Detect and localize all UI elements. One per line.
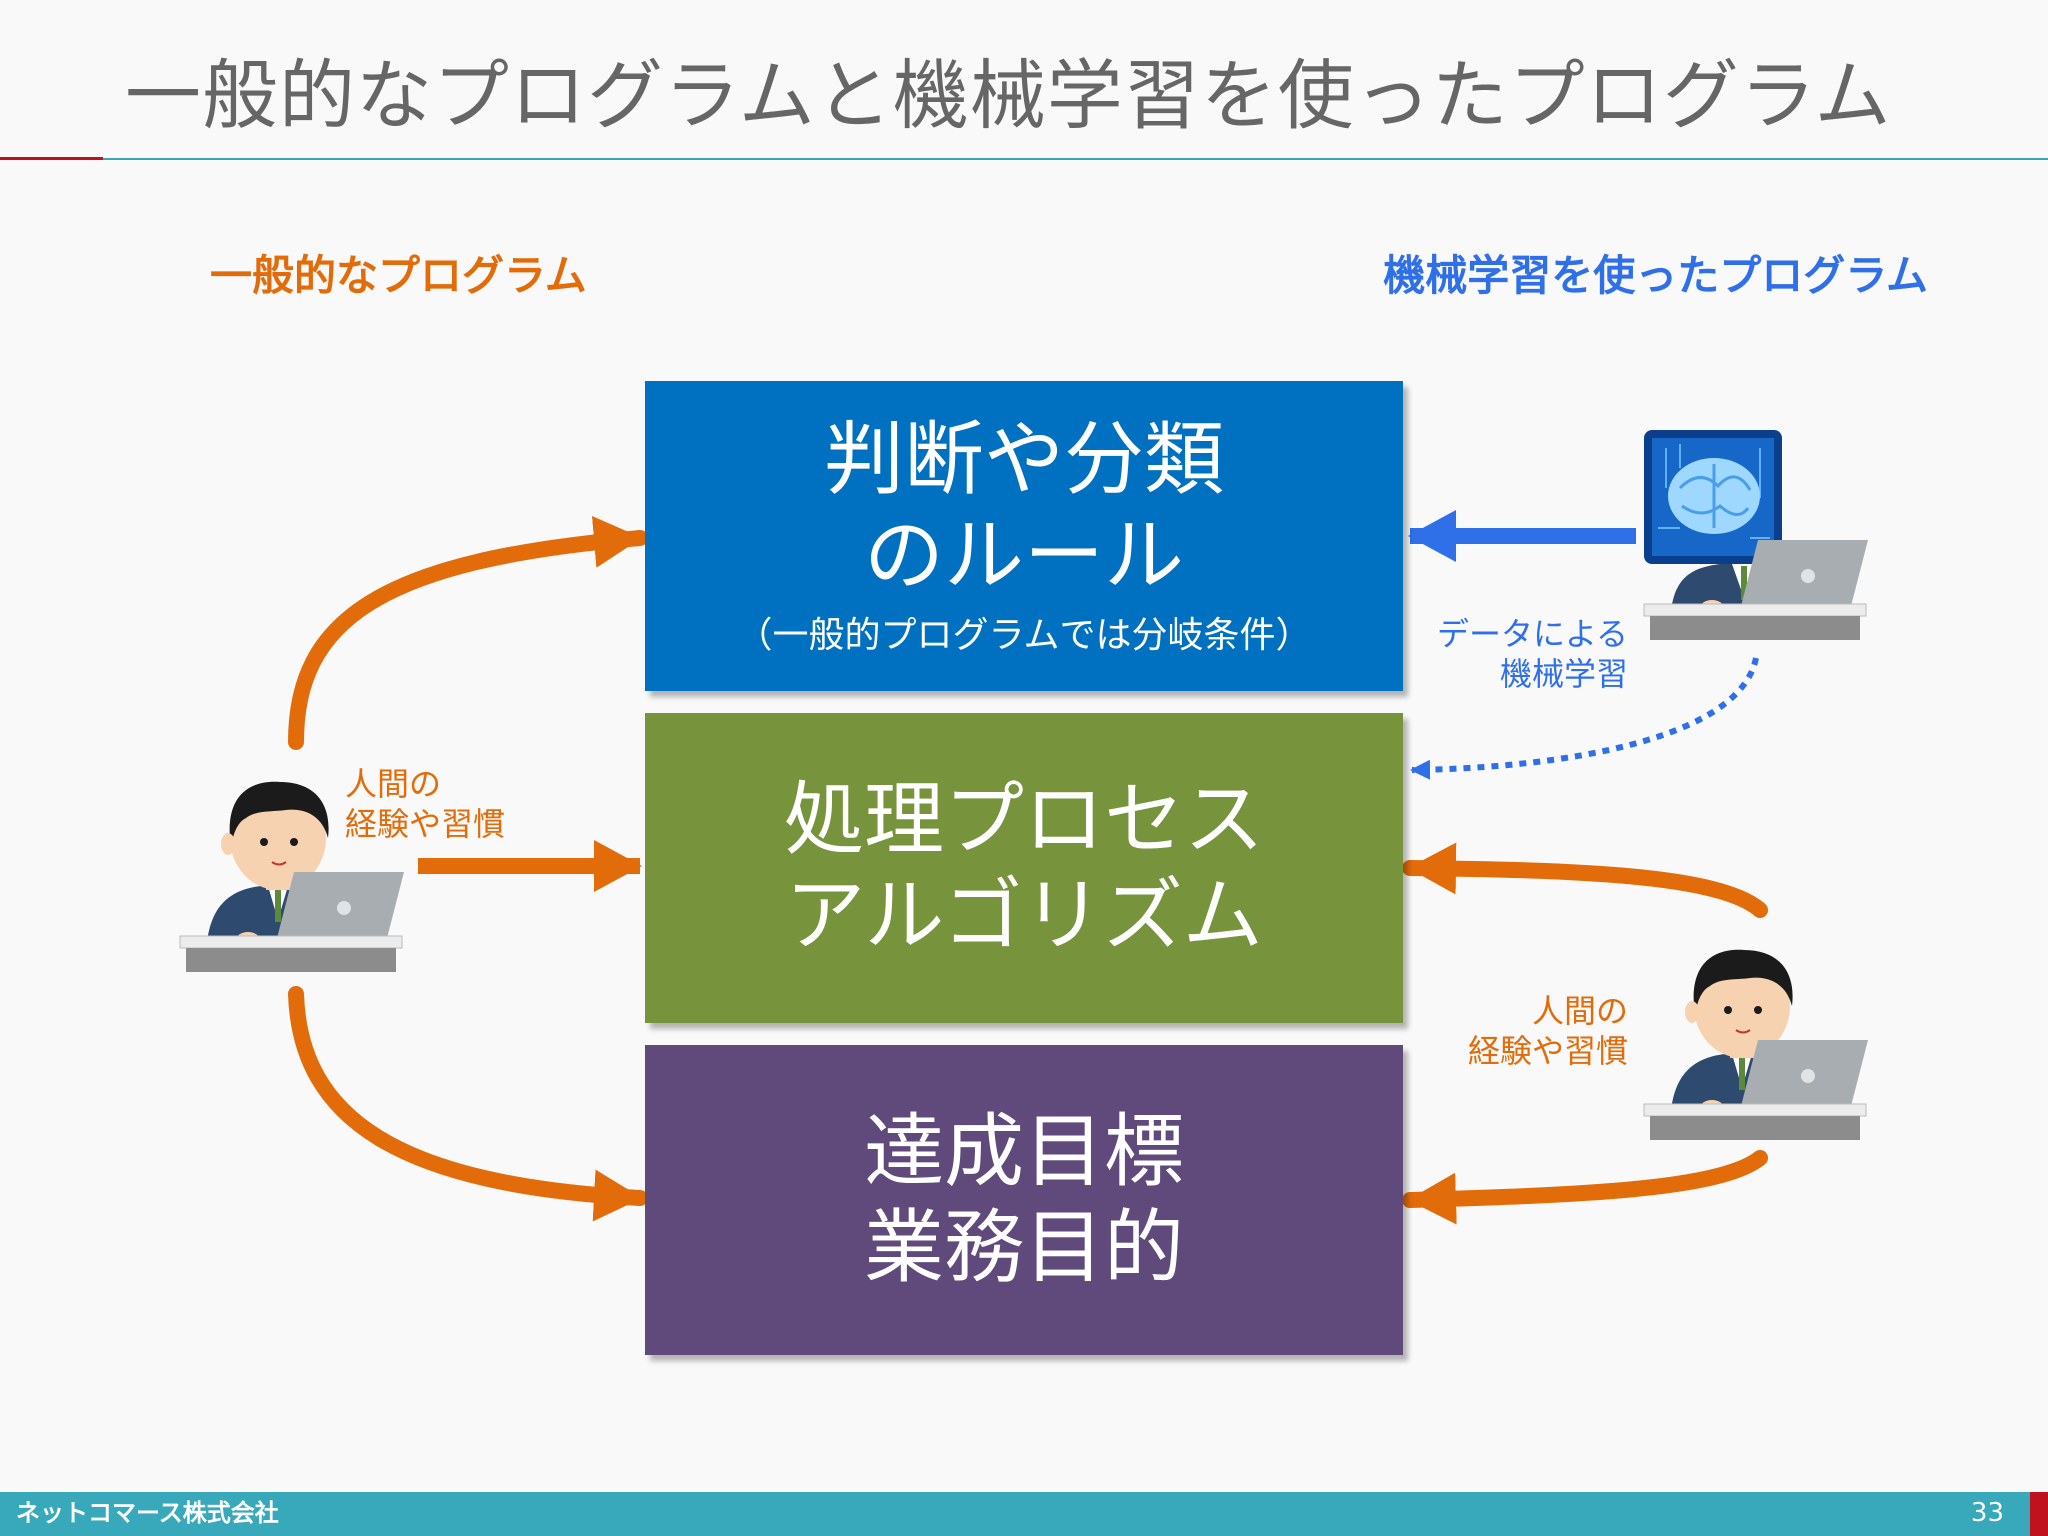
label-human-left-line1: 人間の (345, 765, 442, 803)
footer-accent (2030, 1492, 2048, 1536)
title-rule-red (0, 157, 103, 160)
label-human-experience-right: 人間の 経験や習慣 (1468, 991, 1628, 1071)
arrow-human-to-goal (288, 986, 648, 1222)
label-ml-learning: データによる 機械学習 (1437, 614, 1628, 694)
box-goal-line1: 達成目標 (864, 1105, 1184, 1198)
arrow-human-right-to-goal (1402, 1150, 1768, 1225)
box-rules-sub: （一般的プログラムでは分岐条件） (736, 615, 1312, 656)
box-goal: 達成目標 業務目的 (645, 1045, 1403, 1355)
heading-ml-program: 機械学習を使ったプログラム (1383, 251, 1928, 300)
arrow-human-to-rules (288, 515, 648, 750)
box-rules-line1: 判断や分類 (824, 413, 1224, 506)
label-ml-line2: 機械学習 (1499, 655, 1628, 693)
box-rules-line2: のルール (864, 509, 1184, 602)
person-laptop-icon-left (179, 781, 404, 972)
heading-general-program: 一般的なプログラム (210, 251, 587, 300)
title-rule-teal (103, 158, 2048, 160)
footer-company: ネットコマース株式会社 (16, 1499, 279, 1527)
person-laptop-icon-right (1643, 949, 1868, 1140)
ai-brain-laptop-icon (1643, 430, 1868, 640)
label-human-left-line2: 経験や習慣 (345, 805, 506, 843)
box-process-line2: アルゴリズム (785, 869, 1263, 962)
slide-title: 一般的なプログラムと機械学習を使ったプログラム (125, 51, 1892, 140)
arrow-human-right-to-process (1402, 842, 1768, 918)
label-human-experience-left: 人間の 経験や習慣 (345, 764, 505, 844)
arrow-ai-learning-dotted (1410, 657, 1759, 780)
box-goal-line2: 業務目的 (864, 1201, 1184, 1294)
footer-bar: ネットコマース株式会社 33 (0, 1492, 2048, 1536)
box-rules: 判断や分類 のルール （一般的プログラムでは分岐条件） (645, 381, 1403, 691)
label-human-right-line1: 人間の (1531, 992, 1628, 1030)
box-process-line1: 処理プロセス (784, 773, 1264, 866)
page-number: 33 (1970, 1498, 2004, 1528)
box-process: 処理プロセス アルゴリズム (645, 713, 1403, 1023)
label-ml-line1: データによる (1436, 615, 1628, 653)
label-human-right-line2: 経験や習慣 (1467, 1032, 1628, 1070)
